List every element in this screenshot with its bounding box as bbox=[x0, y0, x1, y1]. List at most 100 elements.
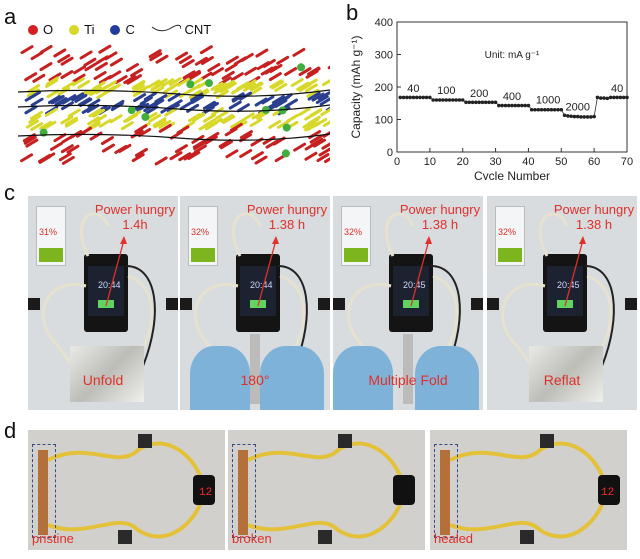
atom-bond bbox=[60, 70, 74, 80]
atom-bond bbox=[315, 95, 329, 105]
data-point bbox=[424, 95, 429, 100]
atom-bond bbox=[114, 75, 128, 85]
data-point bbox=[490, 100, 495, 105]
data-point bbox=[520, 103, 524, 108]
atom-bond bbox=[60, 56, 74, 66]
data-point bbox=[556, 107, 560, 112]
atom-bond bbox=[323, 157, 330, 164]
crystal-structure-illustration bbox=[18, 44, 330, 170]
data-point bbox=[503, 103, 508, 108]
atom-bond bbox=[78, 126, 92, 136]
atom-bond bbox=[236, 81, 250, 91]
atom-bond bbox=[254, 97, 268, 107]
atom-green bbox=[127, 106, 136, 115]
yellow-wire-loop bbox=[238, 434, 415, 544]
atom-bond bbox=[322, 131, 330, 138]
panel-label-b: b bbox=[346, 0, 359, 25]
phone-screen: 20:44 bbox=[88, 266, 124, 316]
titanium-atom-icon bbox=[69, 25, 80, 35]
atom-bond bbox=[93, 70, 107, 80]
atom-bond bbox=[123, 75, 137, 85]
atom-bond bbox=[210, 67, 224, 77]
data-point bbox=[516, 103, 521, 108]
atom-bond bbox=[44, 107, 58, 117]
atom-bond bbox=[55, 98, 69, 108]
data-point bbox=[447, 98, 452, 102]
panel-label-d: d bbox=[4, 418, 17, 443]
atom-bond bbox=[202, 113, 216, 123]
atom-bond bbox=[46, 89, 60, 99]
atom-bond bbox=[176, 77, 190, 87]
atom-bond bbox=[241, 112, 255, 122]
atom-bond bbox=[27, 84, 41, 94]
atom-bond bbox=[60, 115, 74, 125]
atom-bond bbox=[49, 141, 63, 151]
atom-bond bbox=[23, 135, 37, 145]
atom-bond bbox=[169, 151, 183, 161]
atom-bond bbox=[162, 85, 176, 95]
atom-bond bbox=[39, 62, 53, 72]
cnt-line bbox=[18, 104, 330, 112]
atom-bond bbox=[158, 119, 172, 129]
data-point bbox=[434, 98, 439, 102]
smartphone: 20:45 bbox=[543, 254, 587, 332]
battery-percent: 32% bbox=[191, 227, 210, 237]
data-point bbox=[414, 95, 419, 100]
atom-bond bbox=[249, 86, 263, 96]
atom-bond bbox=[249, 81, 263, 91]
data-point bbox=[575, 114, 580, 119]
clock-text: 20:45 bbox=[403, 280, 426, 290]
atom-bond bbox=[194, 56, 208, 66]
cnt-line-icon bbox=[151, 24, 182, 32]
data-point bbox=[579, 115, 583, 119]
atom-bond bbox=[311, 92, 325, 102]
folded-battery bbox=[250, 334, 260, 404]
rate-label: 100 bbox=[437, 85, 455, 97]
atom-bond bbox=[251, 110, 265, 120]
battery-icon: 32% bbox=[341, 206, 371, 266]
atom-bond bbox=[262, 58, 276, 68]
y-axis-label: Capacity (mAh g⁻¹) bbox=[349, 35, 363, 138]
x-tick-label: 60 bbox=[588, 156, 600, 168]
atom-bond bbox=[224, 127, 238, 137]
data-point bbox=[431, 98, 435, 102]
atom-bond bbox=[307, 115, 321, 125]
battery-percent: 32% bbox=[498, 227, 517, 237]
data-point bbox=[536, 107, 541, 112]
atom-bond bbox=[58, 152, 72, 162]
atom-bond bbox=[73, 65, 87, 75]
clock-text: 20:45 bbox=[557, 280, 580, 290]
highlight-box bbox=[434, 444, 458, 538]
yellow-wire-loop: 12 bbox=[38, 434, 215, 544]
wires-and-arrow bbox=[180, 212, 330, 367]
data-point bbox=[483, 100, 488, 105]
battery-fill bbox=[344, 248, 368, 262]
atom-bond bbox=[199, 71, 213, 81]
atom-bond bbox=[269, 79, 283, 89]
x-tick-label: 40 bbox=[522, 156, 534, 168]
rate-label: 40 bbox=[611, 83, 623, 95]
atom-bond bbox=[24, 72, 38, 82]
atom-bond bbox=[30, 122, 44, 132]
atom-bond bbox=[126, 75, 140, 85]
atom-bond bbox=[284, 67, 298, 77]
atom-bond bbox=[205, 101, 219, 111]
atom-bond bbox=[304, 111, 318, 121]
atom-bond bbox=[147, 79, 161, 89]
atom-bond bbox=[243, 82, 257, 92]
atom-bond bbox=[183, 151, 197, 161]
atom-bond bbox=[178, 55, 192, 65]
data-point bbox=[602, 96, 606, 100]
atom-bond bbox=[50, 95, 64, 105]
atom-bond bbox=[25, 138, 39, 148]
x-axis-label: Cycle Number bbox=[474, 169, 550, 180]
data-point bbox=[500, 103, 504, 108]
data-point bbox=[477, 100, 481, 105]
atom-bond bbox=[307, 121, 321, 131]
atom-bond bbox=[249, 118, 263, 128]
yellow-wire-loop: 12 bbox=[440, 434, 620, 544]
